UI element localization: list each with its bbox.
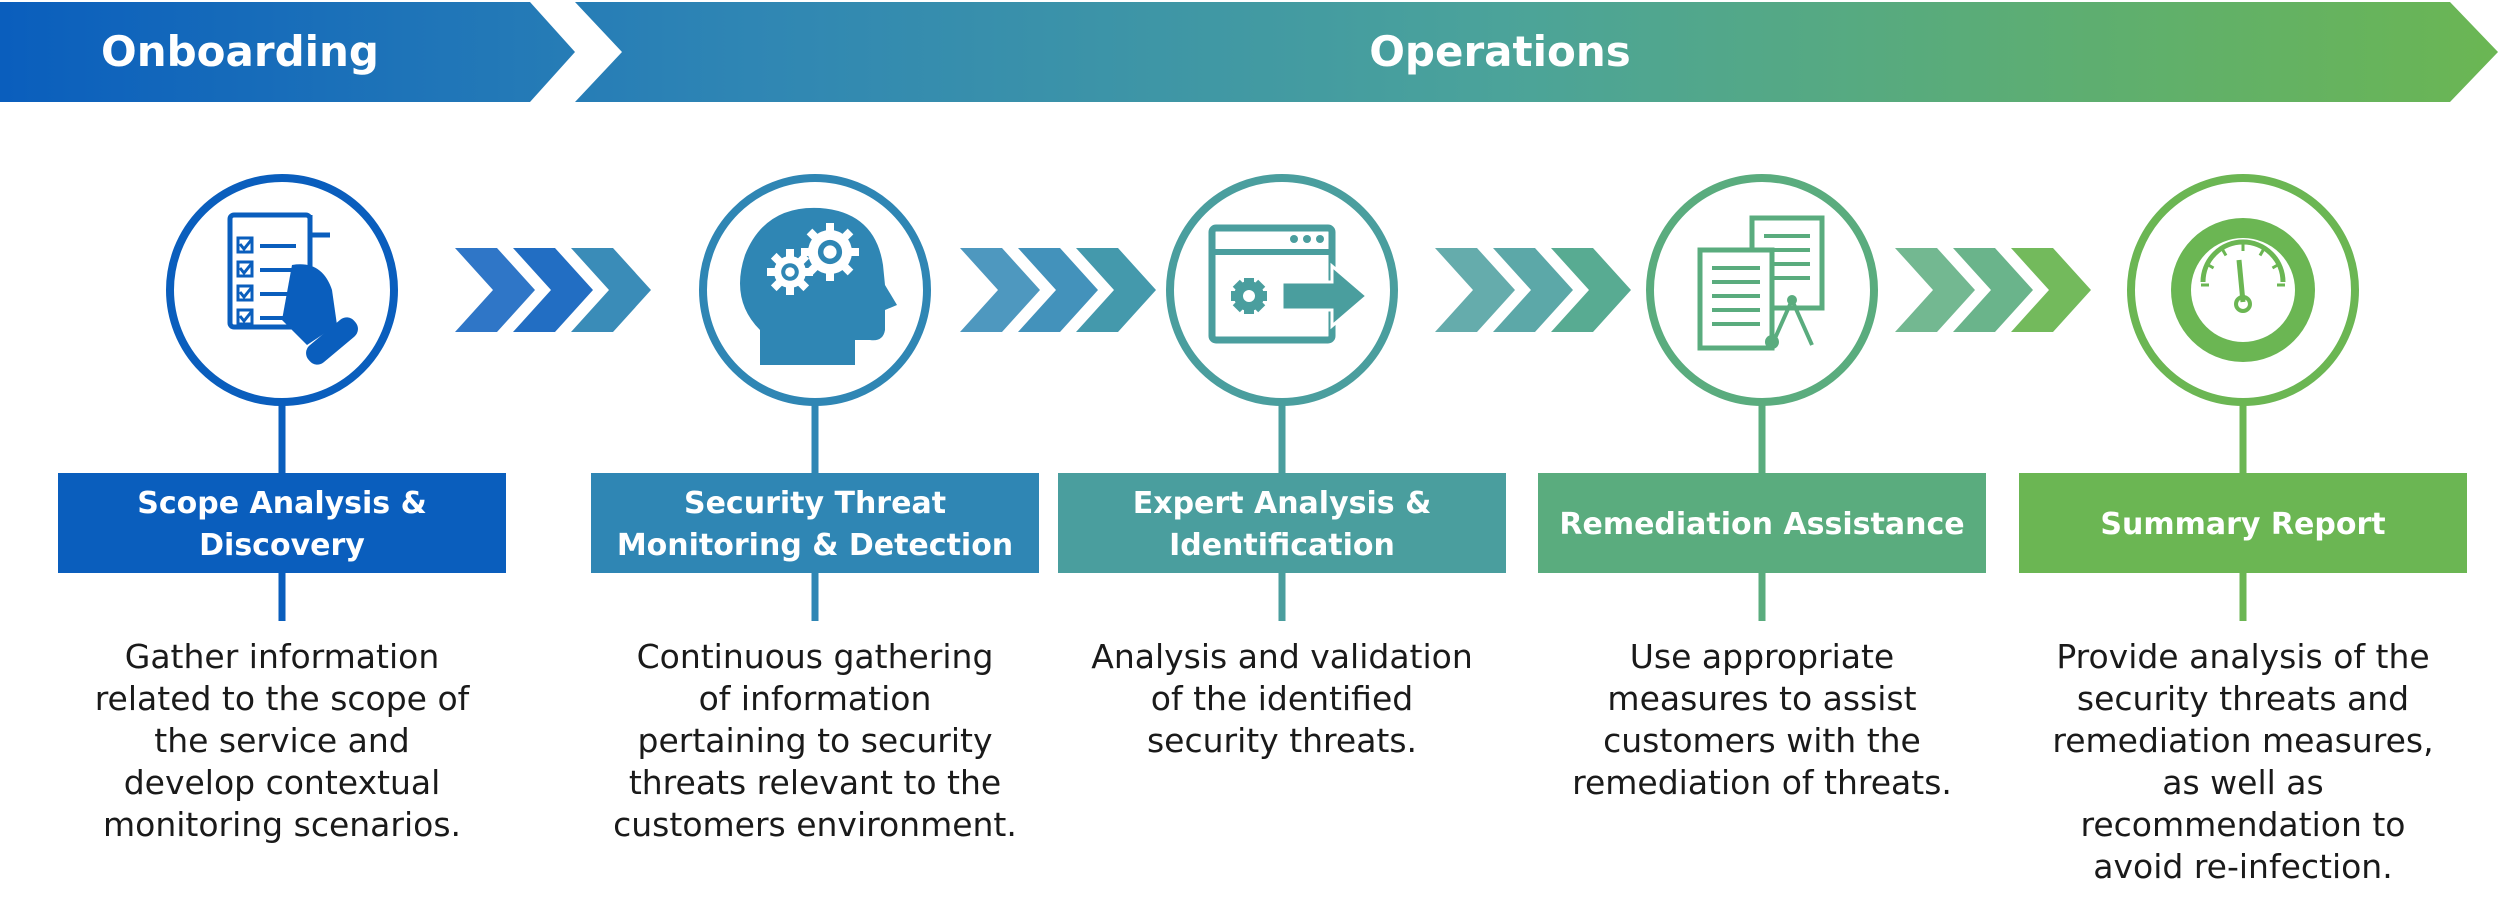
chevron-icon <box>960 248 1040 332</box>
chevrons-layer <box>455 248 2091 332</box>
step-description: avoid re-infection. <box>2093 847 2392 886</box>
chevron-icon <box>1953 248 2033 332</box>
chevron-arrows <box>455 248 651 332</box>
step-title: Identification <box>1169 528 1395 563</box>
chevron-icon <box>1895 248 1975 332</box>
step-description: the service and <box>154 721 409 760</box>
step-description: Provide analysis of the <box>2056 637 2429 676</box>
gauge-icon <box>2171 218 2315 362</box>
step-description: security threats. <box>1147 721 1417 760</box>
operations-label: Operations <box>1369 27 1631 76</box>
step-title: Discovery <box>199 528 365 563</box>
step-description: customers with the <box>1603 721 1921 760</box>
chevron-icon <box>455 248 535 332</box>
step-description: of the identified <box>1151 679 1413 718</box>
browser-gear-arrow-icon <box>1208 224 1370 344</box>
step-title: Remediation Assistance <box>1559 507 1964 542</box>
step-title: Monitoring & Detection <box>617 528 1013 563</box>
chevron-icon <box>1551 248 1631 332</box>
chevron-arrows <box>1435 248 1631 332</box>
step-title: Scope Analysis & <box>137 486 427 521</box>
step-description: Continuous gathering <box>637 637 994 676</box>
step-description: threats relevant to the <box>629 763 1001 802</box>
step-title-box <box>2019 473 2467 573</box>
operations-banner <box>575 2 2498 102</box>
step-description: Analysis and validation <box>1091 637 1473 676</box>
step-description: measures to assist <box>1607 679 1916 718</box>
step-description: customers environment. <box>613 805 1017 844</box>
chevron-icon <box>513 248 593 332</box>
onboarding-label: Onboarding <box>101 27 379 76</box>
step-title: Expert Analysis & <box>1133 486 1432 521</box>
step-description: Use appropriate <box>1630 637 1894 676</box>
process-step: Expert Analysis & IdentificationAnalysis … <box>1058 174 1506 760</box>
step-description: of information <box>699 679 932 718</box>
step-description: related to the scope of <box>95 679 471 718</box>
step-description: security threats and <box>2077 679 2409 718</box>
step-description: develop contextual <box>124 763 441 802</box>
step-description: monitoring scenarios. <box>103 805 461 844</box>
step-description: recommendation to <box>2081 805 2406 844</box>
step-title-box <box>591 473 1039 573</box>
step-description: Gather information <box>125 637 439 676</box>
chevron-icon <box>571 248 651 332</box>
documents-tools-icon <box>1697 215 1825 351</box>
step-title-box <box>58 473 506 573</box>
checklist-document-icon <box>227 212 358 365</box>
step-title: Summary Report <box>2100 507 2385 542</box>
step-title: Security Threat <box>684 486 946 521</box>
step-title-box <box>1538 473 1986 573</box>
chevron-icon <box>1018 248 1098 332</box>
onboarding-banner <box>0 2 575 102</box>
chevron-icon <box>2011 248 2091 332</box>
step-description: remediation measures, <box>2052 721 2433 760</box>
chevron-arrows <box>1895 248 2091 332</box>
step-title-box <box>1058 473 1506 573</box>
head-gears-icon <box>740 207 897 365</box>
step-description: pertaining to security <box>638 721 993 760</box>
step-description: remediation of threats. <box>1572 763 1952 802</box>
chevron-icon <box>1435 248 1515 332</box>
chevron-icon <box>1076 248 1156 332</box>
chevron-icon <box>1493 248 1573 332</box>
chevron-arrows <box>960 248 1156 332</box>
step-description: as well as <box>2162 763 2323 802</box>
